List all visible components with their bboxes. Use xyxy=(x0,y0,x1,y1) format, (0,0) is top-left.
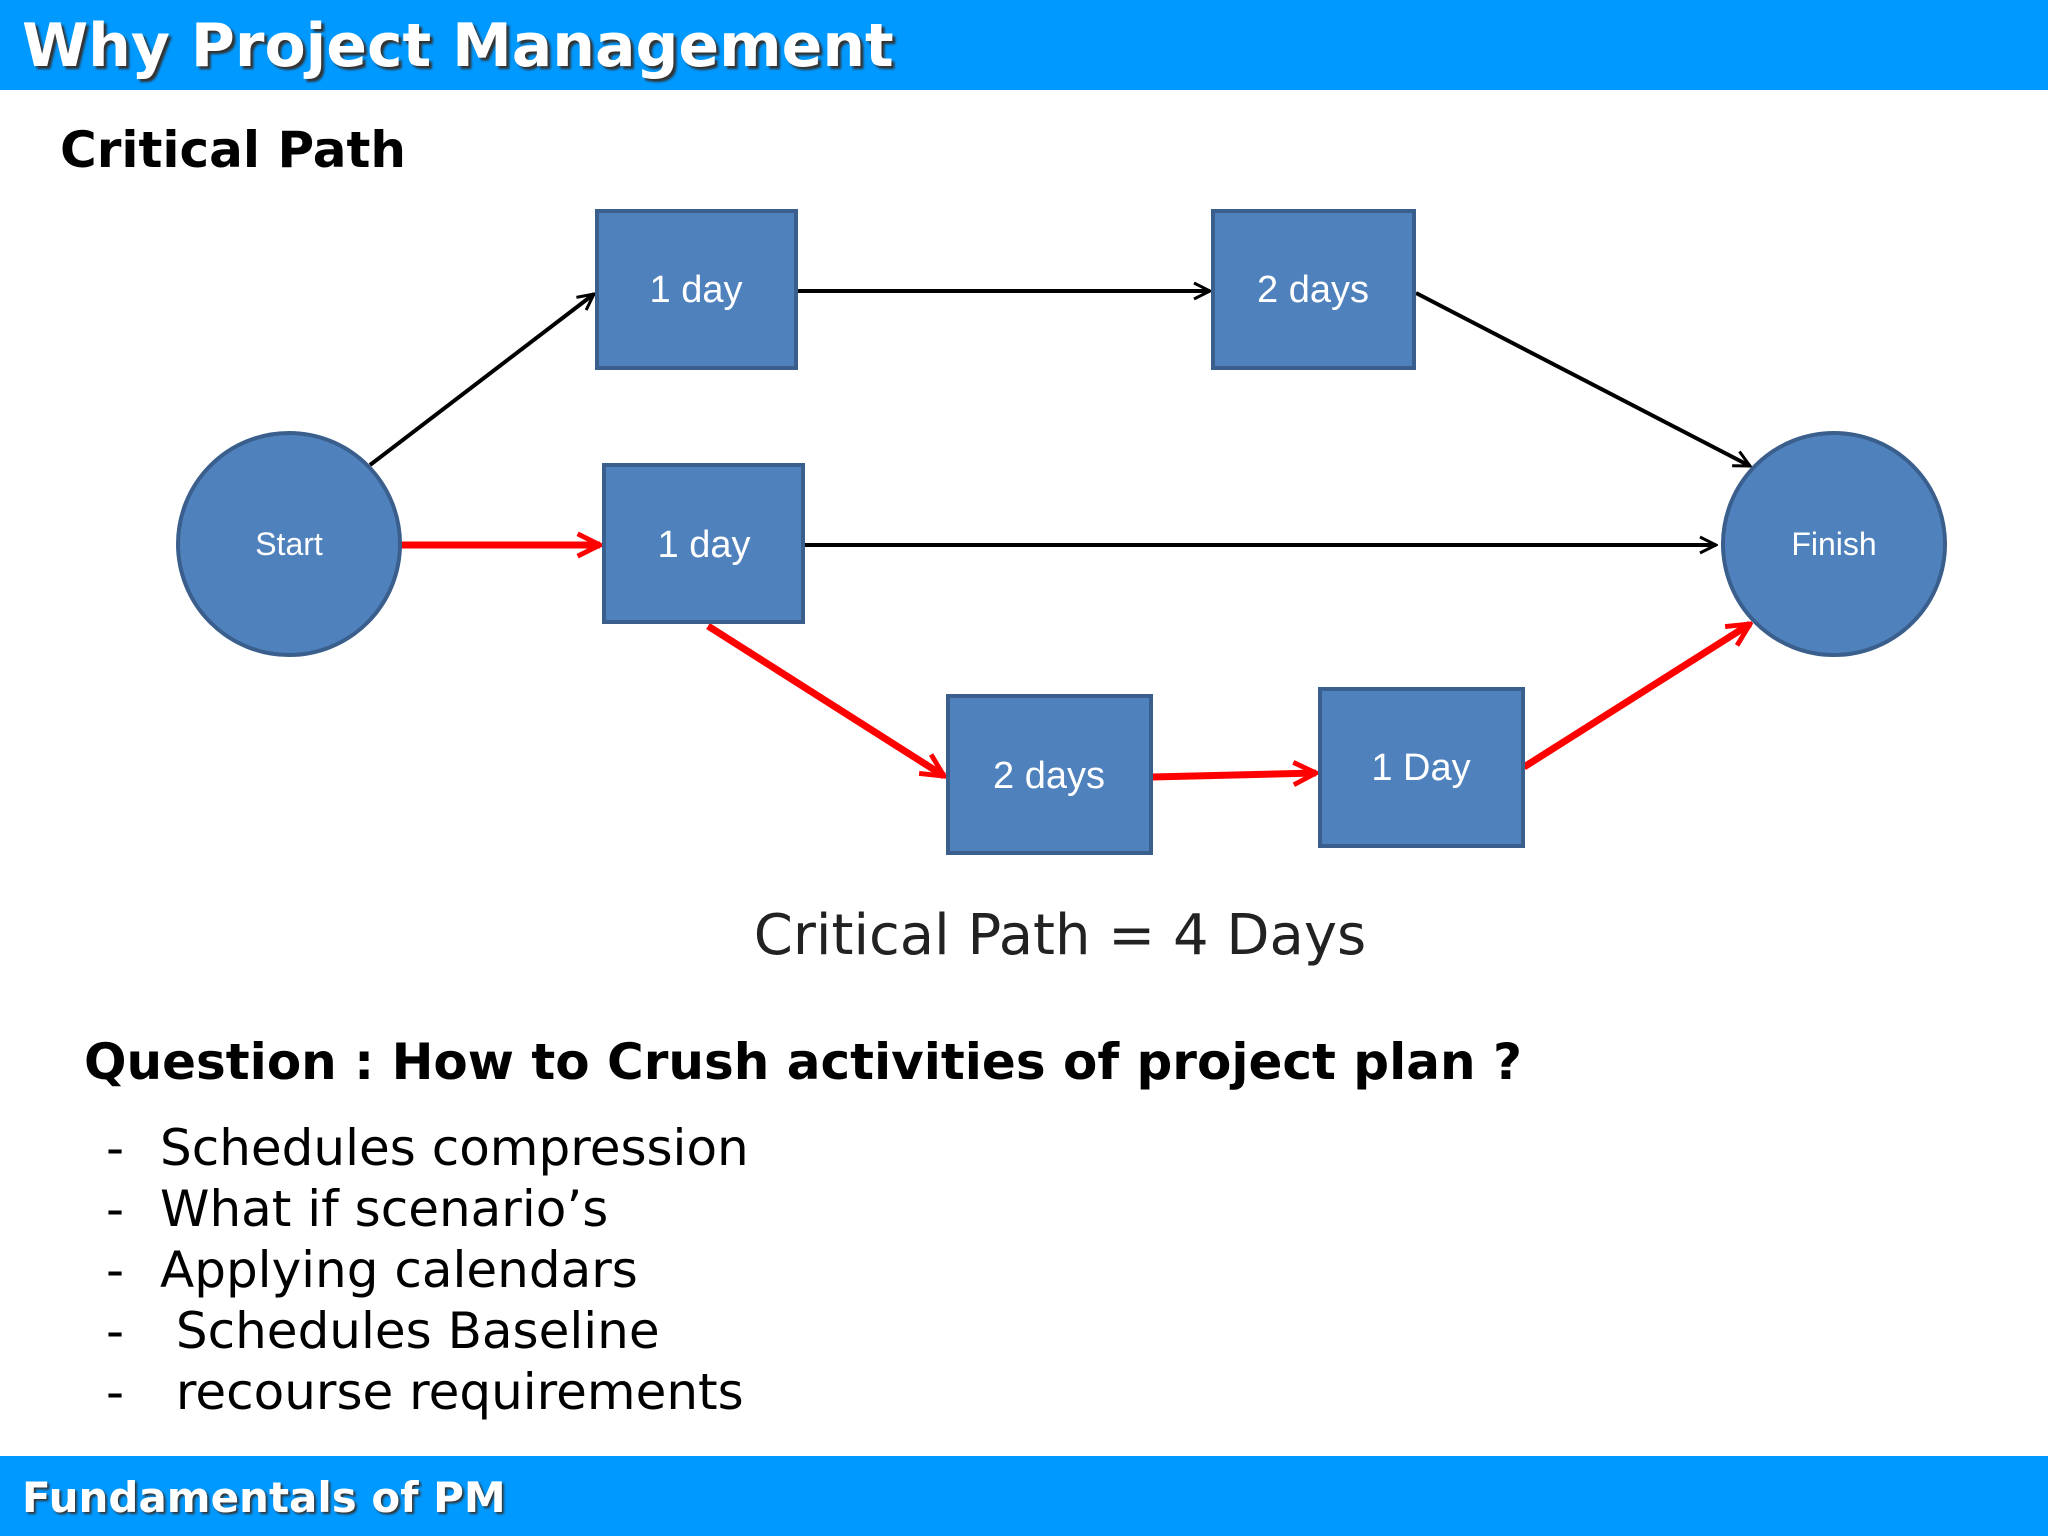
node-top-a-label: 1 day xyxy=(650,269,743,311)
node-low-b: 1 Day xyxy=(1318,687,1525,848)
header-title: Why Project Management xyxy=(22,11,894,81)
list-item: - Applying calendars xyxy=(106,1241,638,1299)
list-item: - recourse requirements xyxy=(106,1363,744,1421)
node-low-b-label: 1 Day xyxy=(1371,747,1470,789)
critical-arrow-low-b-to-finish xyxy=(1522,621,1750,770)
question-heading: Question : How to Crush activities of pr… xyxy=(84,1033,1522,1091)
node-mid-label: 1 day xyxy=(658,524,751,566)
section-heading: Critical Path xyxy=(60,121,406,179)
answer-list: -Schedules compression -What if scenario… xyxy=(106,1118,749,1423)
list-dash: - xyxy=(106,1180,125,1238)
node-finish-label: Finish xyxy=(1791,526,1876,562)
list-item: - Schedules Baseline xyxy=(106,1302,660,1360)
node-top-b-label: 2 days xyxy=(1257,269,1369,311)
header-bar: Why Project Management xyxy=(0,0,2048,90)
node-start-label: Start xyxy=(255,526,323,562)
list-dash: - xyxy=(106,1363,125,1421)
list-item: -What if scenario’s xyxy=(106,1180,609,1238)
footer-bar: Fundamentals of PM xyxy=(0,1456,2048,1536)
list-dash: - xyxy=(106,1241,125,1299)
node-low-a-label: 2 days xyxy=(993,755,1105,797)
list-dash: - xyxy=(106,1119,125,1177)
node-finish: Finish xyxy=(1721,431,1947,657)
list-item: -Schedules compression xyxy=(106,1119,749,1177)
node-top-b: 2 days xyxy=(1211,209,1416,370)
critical-arrow-mid-to-low-a xyxy=(706,623,944,779)
node-low-a: 2 days xyxy=(946,694,1153,855)
arrow-top-b-to-finish xyxy=(1415,291,1750,468)
arrow-start-to-top-a xyxy=(368,294,594,467)
critical-path-result: Critical Path = 4 Days xyxy=(753,903,1367,968)
node-start: Start xyxy=(176,431,402,657)
node-mid: 1 day xyxy=(602,463,805,624)
critical-arrow-low-a-to-low-b xyxy=(1151,773,1316,777)
list-dash: - xyxy=(106,1302,125,1360)
node-top-a: 1 day xyxy=(595,209,798,370)
footer-title: Fundamentals of PM xyxy=(22,1473,506,1522)
